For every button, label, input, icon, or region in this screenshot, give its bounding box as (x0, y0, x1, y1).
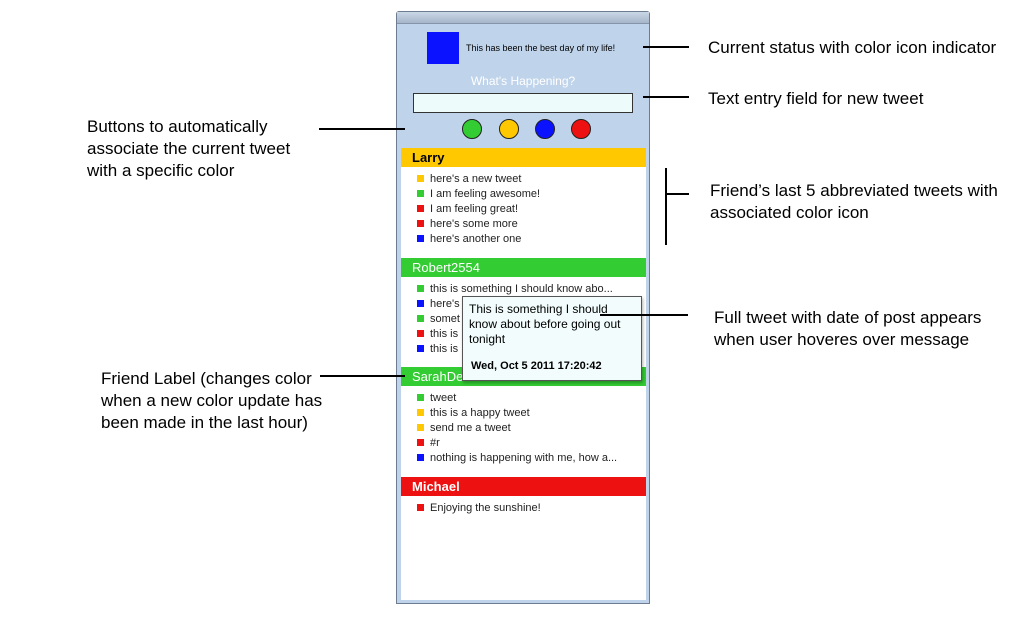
red-color-button[interactable] (571, 119, 591, 139)
callout-line-buttons (319, 128, 405, 130)
tweet-text: this is something I should know abo... (430, 283, 613, 295)
friend-label[interactable]: Robert2554 (401, 258, 646, 277)
tweet-item[interactable]: here's a new tweet (417, 172, 521, 187)
tweet-text: here's some more (430, 218, 518, 230)
tweet-text: tweet (430, 392, 457, 404)
new-tweet-input[interactable] (413, 93, 633, 113)
blue-color-button[interactable] (535, 119, 555, 139)
tweet-color-icon (417, 205, 424, 212)
annotation-status: Current status with color icon indicator (708, 38, 997, 57)
annotation-buttons: Buttons to automatically associate the c… (87, 117, 291, 180)
friend-label[interactable]: Michael (401, 477, 646, 496)
tweet-item[interactable]: here's (417, 297, 460, 312)
tweet-text: somet (430, 313, 460, 325)
annotation-label: Friend Label (changes color when a new c… (101, 369, 323, 432)
tweet-color-icon (417, 330, 424, 337)
tooltip-post-date: Wed, Oct 5 2011 17:20:42 (471, 360, 602, 372)
window-titlebar[interactable] (397, 12, 649, 24)
tweet-color-icon (417, 424, 424, 431)
tweet-item[interactable]: send me a tweet (417, 421, 511, 436)
annotation-input: Text entry field for new tweet (708, 89, 924, 108)
yellow-color-button[interactable] (499, 119, 519, 139)
tweet-item[interactable]: Enjoying the sunshine! (417, 501, 541, 516)
tweet-color-icon (417, 235, 424, 242)
green-color-button[interactable] (462, 119, 482, 139)
tweet-text: I am feeling awesome! (430, 188, 541, 200)
callout-line-status (643, 46, 689, 48)
tweet-text: this is a happy tweet (430, 407, 530, 419)
tweet-item[interactable]: I am feeling great! (417, 202, 518, 217)
current-status-text: This has been the best day of my life! (466, 43, 616, 53)
tweet-item[interactable]: I am feeling awesome! (417, 187, 540, 202)
tweet-item[interactable]: somet (417, 312, 460, 327)
tweet-color-icon (417, 220, 424, 227)
tweet-color-icon (417, 315, 424, 322)
tweet-color-icon (417, 190, 424, 197)
tweet-item[interactable]: #r (417, 436, 440, 451)
tweet-item[interactable]: this is (417, 342, 458, 357)
tweet-text: here's another one (430, 233, 522, 245)
full-tweet-tooltip: This is something I should know about be… (462, 296, 642, 381)
tweet-text: Enjoying the sunshine! (430, 502, 541, 514)
tooltip-tweet-text: This is something I should know about be… (469, 302, 621, 346)
tweet-color-icon (417, 454, 424, 461)
annotation-tooltip: Full tweet with date of post appears whe… (714, 308, 982, 349)
annotation-tweets: Friend’s last 5 abbreviated tweets with … (710, 181, 998, 222)
tweet-text: send me a tweet (430, 422, 511, 434)
callout-bracket-tweets (665, 168, 667, 245)
tweet-color-icon (417, 345, 424, 352)
tweet-color-icon (417, 504, 424, 511)
status-color-icon (427, 32, 459, 64)
callout-line-tooltip (600, 314, 688, 316)
tweet-item[interactable]: this is a happy tweet (417, 406, 530, 421)
whats-happening-prompt: What's Happening? (470, 74, 576, 88)
tweet-text: here's (430, 298, 460, 310)
tweet-text: here's a new tweet (430, 173, 522, 185)
friend-label[interactable]: Larry (401, 148, 646, 167)
tweet-item[interactable]: this is (417, 327, 458, 342)
tweet-item[interactable]: tweet (417, 391, 456, 406)
tweet-item[interactable]: this is something I should know abo... (417, 282, 613, 297)
callout-line-input (643, 96, 689, 98)
tweet-color-icon (417, 394, 424, 401)
tweet-text: nothing is happening with me, how a... (430, 452, 618, 464)
tweet-color-icon (417, 285, 424, 292)
tweet-item[interactable]: here's another one (417, 232, 521, 247)
tweet-color-icon (417, 439, 424, 446)
tweet-color-icon (417, 300, 424, 307)
callout-line-label (320, 375, 405, 377)
callout-line-tweets (665, 193, 689, 195)
tweet-text: this is (430, 343, 459, 355)
tweet-color-icon (417, 409, 424, 416)
tweet-text: I am feeling great! (430, 203, 519, 215)
tweet-text: this is (430, 328, 459, 340)
tweet-color-icon (417, 175, 424, 182)
tweet-item[interactable]: here's some more (417, 217, 518, 232)
tweet-text: #r (430, 437, 440, 449)
tweet-item[interactable]: nothing is happening with me, how a... (417, 451, 617, 466)
